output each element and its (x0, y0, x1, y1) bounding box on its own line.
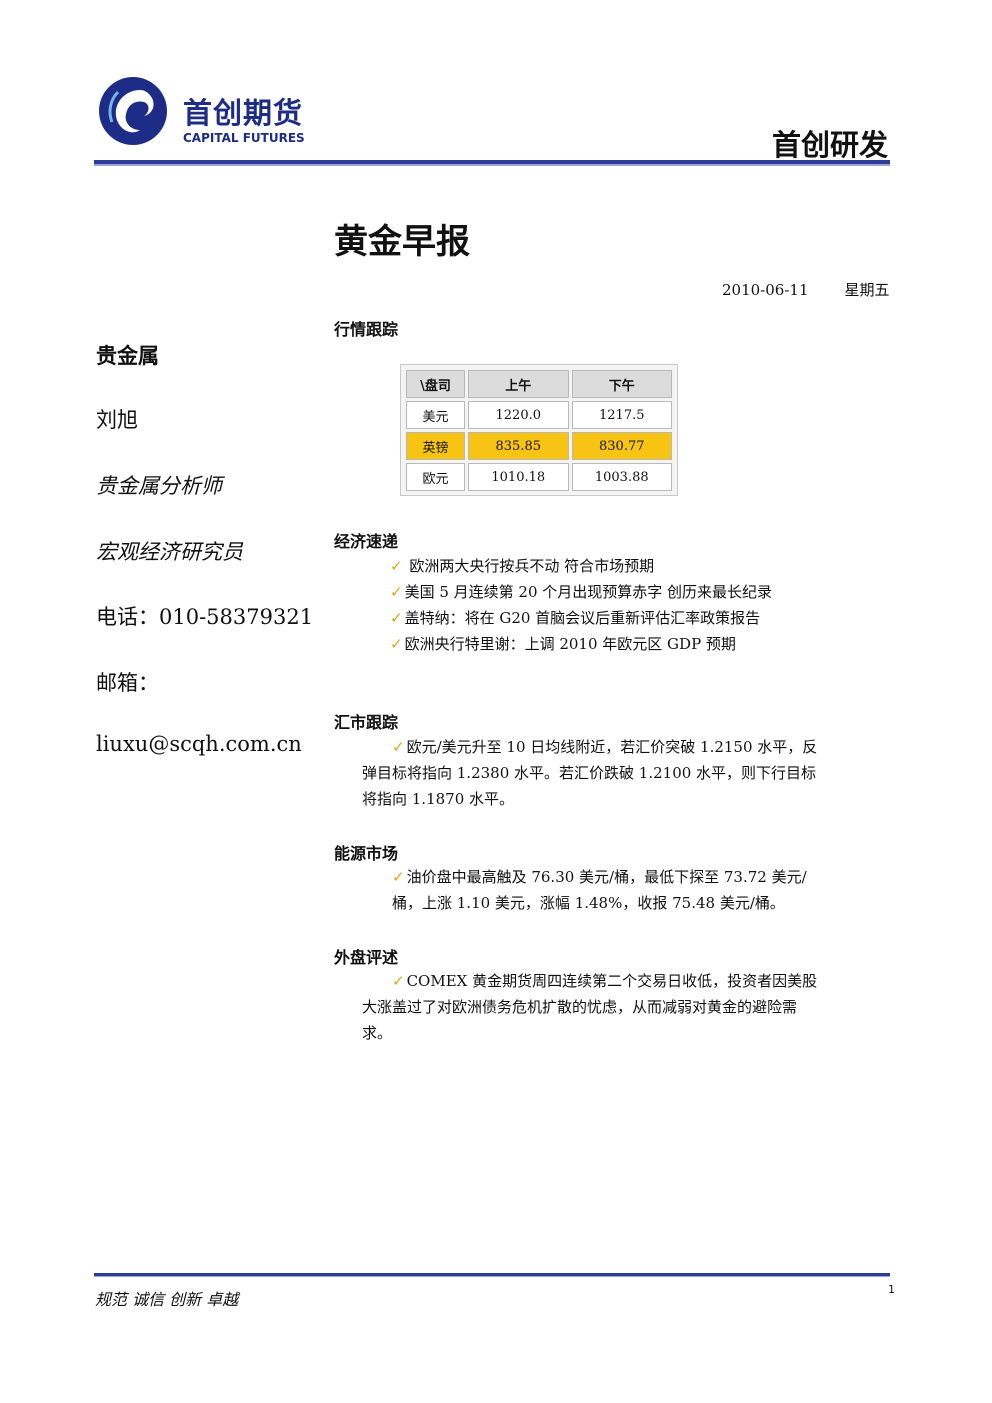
report-weekday: 星期五 (844, 281, 890, 299)
energy-paragraph: ✓油价盘中最高触及 76.30 美元/桶，最低下探至 73.72 美元/ 桶，上… (392, 868, 807, 912)
checkmark-icon: ✓ (390, 583, 403, 601)
table-row: 欧元 1010.18 1003.88 (406, 463, 672, 491)
footer-rule-thin (94, 1276, 890, 1277)
report-date-line: 2010-06-11 星期五 (722, 279, 890, 300)
header-department: 首创研发 (771, 128, 888, 162)
footer-slogan: 规范 诚信 创新 卓越 (95, 1290, 239, 1309)
analyst-name: 刘旭 (96, 408, 138, 432)
list-item: ✓欧洲央行特里谢：上调 2010 年欧元区 GDP 预期 (390, 635, 736, 653)
list-item: ✓ 欧洲两大央行按兵不动 符合市场预期 (390, 557, 655, 575)
page-number: 1 (888, 1283, 895, 1296)
table-cell: 830.77 (571, 432, 672, 460)
forex-paragraph: ✓欧元/美元升至 10 日均线附近，若汇价突破 1.2150 水平，反 弹目标将… (362, 738, 818, 808)
logo-english-name: CAPITAL FUTURES (183, 131, 305, 145)
checkmark-icon: ✓ (390, 557, 403, 575)
table-cell: 835.85 (468, 432, 569, 460)
analyst-phone: 电话：010-58379321 (96, 605, 314, 629)
checkmark-icon: ✓ (392, 972, 405, 990)
table-row-highlighted: 英镑 835.85 830.77 (406, 432, 672, 460)
table-cell: 1010.18 (468, 463, 569, 491)
table-cell: 英镑 (406, 432, 466, 460)
table-cell: 1220.0 (468, 401, 569, 429)
table-cell: 1003.88 (571, 463, 672, 491)
table-header-row: \盘司 上午 下午 (406, 370, 672, 398)
table-cell: 美元 (406, 401, 466, 429)
section-heading-market: 行情跟踪 (334, 320, 399, 339)
gold-price-table: \盘司 上午 下午 美元 1220.0 1217.5 英镑 835.85 830… (400, 364, 678, 496)
header-rule-thin (94, 164, 890, 166)
list-item: ✓盖特纳：将在 G20 首脑会议后重新评估汇率政策报告 (390, 609, 761, 627)
checkmark-icon: ✓ (392, 738, 405, 756)
checkmark-icon: ✓ (392, 868, 405, 886)
list-item: ✓美国 5 月连续第 20 个月出现预算赤字 创历来最长纪录 (390, 583, 773, 601)
analyst-email[interactable]: liuxu@scqh.com.cn (96, 732, 302, 756)
analyst-email-label: 邮箱： (96, 671, 159, 695)
checkmark-icon: ✓ (390, 635, 403, 653)
table-header-cell: 下午 (571, 370, 672, 398)
logo-chinese-name: 首创期货 (183, 96, 304, 130)
overseas-paragraph: ✓COMEX 黄金期货周四连续第二个交易日收低，投资者因美股 大涨盖过了对欧洲债… (362, 972, 818, 1042)
section-heading-forex: 汇市跟踪 (334, 713, 399, 732)
report-title: 黄金早报 (334, 222, 470, 262)
economy-news-list: ✓ 欧洲两大央行按兵不动 符合市场预期 ✓美国 5 月连续第 20 个月出现预算… (390, 553, 772, 657)
report-date: 2010-06-11 (722, 281, 809, 299)
table-row: 美元 1220.0 1217.5 (406, 401, 672, 429)
section-heading-energy: 能源市场 (334, 844, 399, 863)
table-header-cell: \盘司 (406, 370, 466, 398)
analyst-role-primary: 贵金属分析师 (96, 474, 222, 498)
checkmark-icon: ✓ (390, 609, 403, 627)
analyst-role-secondary: 宏观经济研究员 (96, 540, 243, 564)
analyst-sector: 贵金属 (96, 343, 159, 368)
table-cell: 1217.5 (571, 401, 672, 429)
capital-futures-logo-icon (99, 77, 167, 145)
section-heading-economy: 经济速递 (334, 532, 399, 551)
header-rule (94, 160, 890, 164)
table-cell: 欧元 (406, 463, 466, 491)
section-heading-overseas: 外盘评述 (334, 948, 399, 967)
footer-rule (94, 1273, 890, 1276)
table-header-cell: 上午 (468, 370, 569, 398)
